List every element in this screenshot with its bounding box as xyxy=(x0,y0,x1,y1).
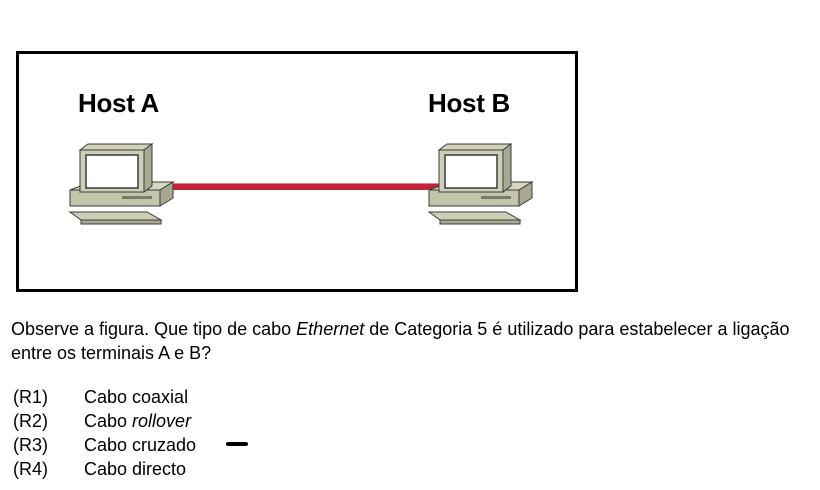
option-label: Cabo coaxial xyxy=(84,387,189,407)
answer-options: (R1) Cabo coaxial (R2) Cabo rollover (R3) C… xyxy=(13,385,248,481)
option-code: (R2) xyxy=(13,411,48,431)
option-r4: (R4) Cabo directo xyxy=(13,457,196,481)
desktop-computer-icon xyxy=(427,143,534,225)
option-label-italic: rollover xyxy=(132,411,192,431)
host-a-label: Host A xyxy=(78,88,160,118)
question-text-start: Observe a figura. Que tipo de cabo xyxy=(11,319,297,339)
question-text: Observe a figura. Que tipo de cabo Ether… xyxy=(11,317,811,365)
option-r2: (R2) Cabo rollover xyxy=(13,409,196,433)
host-b-label: Host B xyxy=(428,88,510,118)
option-code: (R3) xyxy=(13,435,48,455)
desktop-computer-icon xyxy=(68,143,175,225)
option-label: Cabo directo xyxy=(84,459,187,479)
question-emphasis: Ethernet xyxy=(296,319,365,339)
option-code: (R1) xyxy=(13,387,48,407)
option-code: (R4) xyxy=(13,459,48,479)
answer-mark xyxy=(226,442,248,446)
network-figure: Host A Host B xyxy=(16,51,578,292)
option-label: Cabo xyxy=(84,411,133,431)
option-label: Cabo cruzado xyxy=(84,435,197,455)
option-r1: (R1) Cabo coaxial xyxy=(13,385,196,409)
option-r3: (R3) Cabo cruzado xyxy=(13,433,248,457)
ethernet-cable xyxy=(154,183,444,190)
question-text-end: de Categoria 5 é utilizado para estabele… xyxy=(11,319,790,363)
